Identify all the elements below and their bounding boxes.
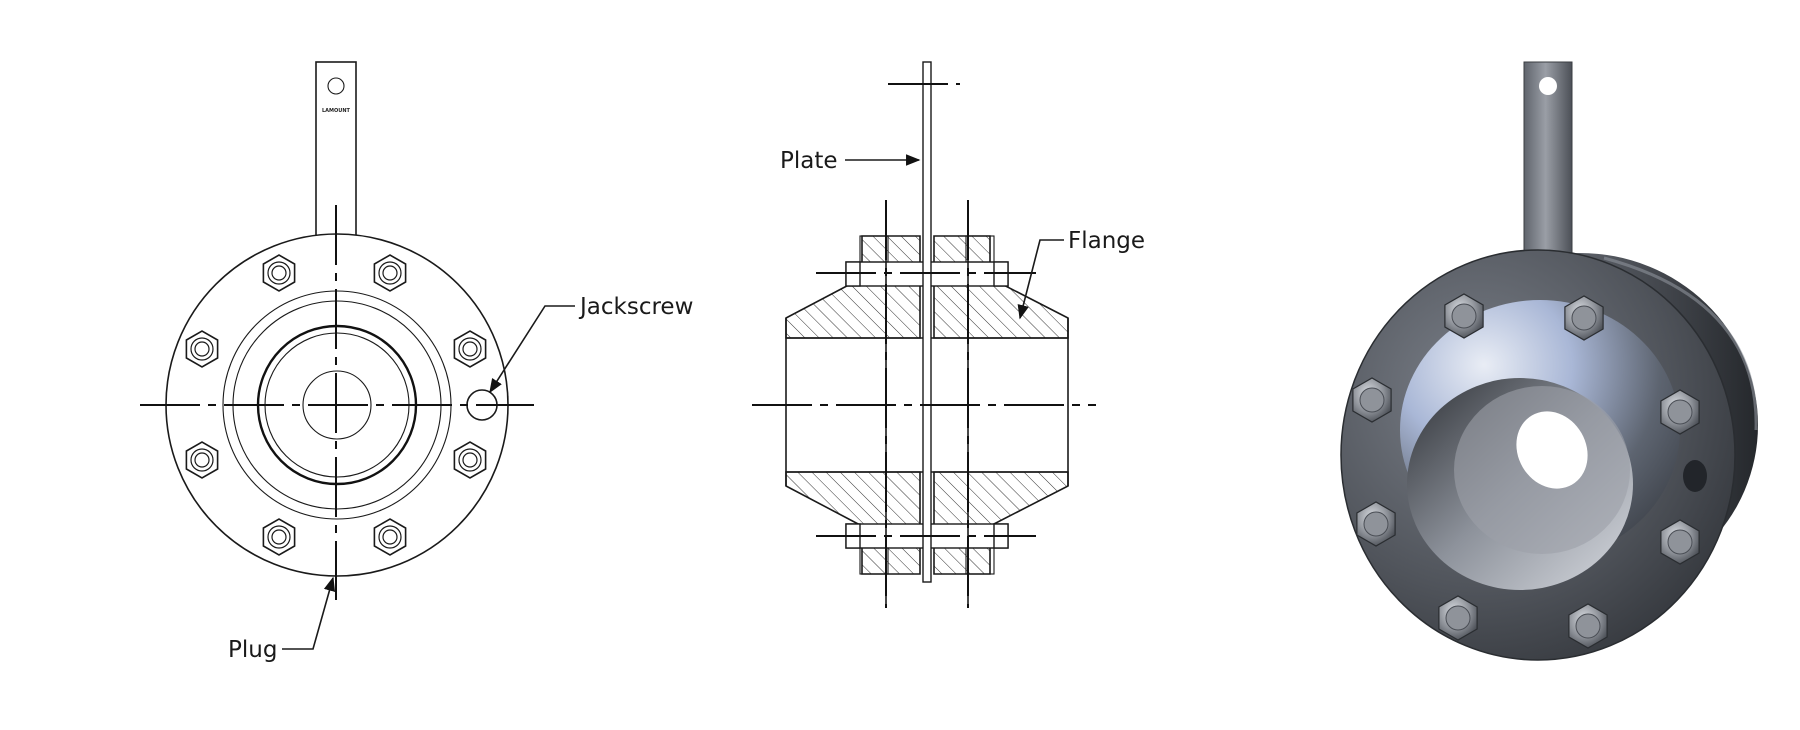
section-right-flange-bottom xyxy=(933,471,1069,575)
flange-label: Flange xyxy=(1068,228,1145,254)
render-3d-view xyxy=(1340,61,1758,661)
render-orifice-hole xyxy=(1516,411,1588,489)
jackscrew-leader xyxy=(489,305,575,394)
render-bolt-group xyxy=(1352,293,1700,649)
hex-bolt-icon xyxy=(1660,519,1700,565)
hex-bolt-icon xyxy=(453,441,487,479)
render-tab-hole xyxy=(1539,77,1557,95)
front-bolt-group xyxy=(185,254,487,556)
front-tab-text: LAMOUNT xyxy=(322,108,351,114)
hex-bolt-icon xyxy=(453,330,487,368)
jackscrew-label: Jackscrew xyxy=(578,294,693,320)
hex-bolt-icon xyxy=(373,518,407,556)
plug-leader xyxy=(282,576,336,650)
hex-bolt-icon xyxy=(185,330,219,368)
hex-bolt-icon xyxy=(262,254,296,292)
hex-bolt-icon xyxy=(262,518,296,556)
hex-bolt-icon xyxy=(185,441,219,479)
hex-bolt-icon xyxy=(1352,377,1392,423)
front-view-drawing: LAMOUNT Jackscrew Plug xyxy=(140,61,693,663)
hex-bolt-icon xyxy=(1660,389,1700,435)
section-plate xyxy=(922,61,932,583)
hex-bolt-icon xyxy=(1568,603,1608,649)
hex-bolt-icon xyxy=(1564,295,1604,341)
flange-leader xyxy=(1017,239,1064,320)
hex-bolt-icon xyxy=(1356,501,1396,547)
hex-bolt-icon xyxy=(1444,293,1484,339)
section-left-flange-top xyxy=(785,235,921,339)
hex-bolt-icon xyxy=(1438,595,1478,641)
section-right-flange-top xyxy=(933,235,1069,339)
section-view-drawing: Plate Flange xyxy=(752,61,1145,608)
section-left-flange-bottom xyxy=(785,471,921,575)
hex-bolt-icon xyxy=(373,254,407,292)
front-tab-hole xyxy=(327,77,345,95)
plate-label: Plate xyxy=(780,148,838,174)
front-orifice xyxy=(302,370,372,440)
plug-label: Plug xyxy=(228,637,277,663)
render-jackscrew-hole xyxy=(1683,460,1707,492)
